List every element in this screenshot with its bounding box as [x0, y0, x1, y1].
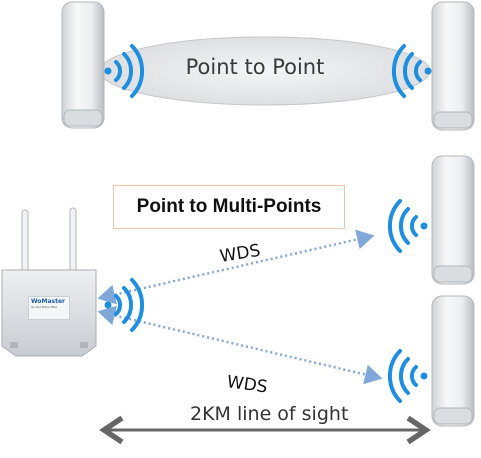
cpe-antenna-icon — [431, 1, 475, 131]
point-to-point-title: Point to Point — [185, 55, 325, 79]
point-to-multipoints-box: Point to Multi-Points — [113, 185, 345, 229]
router-brand-name: WoMaster — [31, 298, 66, 305]
cpe-antenna-icon — [61, 1, 105, 129]
wifi-signal-icon — [104, 278, 145, 332]
router-brand-plate: WoMaster Go the Extra Mile — [28, 296, 70, 320]
wifi-signal-icon — [387, 199, 428, 253]
wifi-signal-icon — [104, 44, 145, 98]
wds-link-upper — [97, 229, 375, 305]
point-to-multipoints-title: Point to Multi-Points — [136, 196, 322, 217]
cpe-antenna-icon — [431, 155, 475, 285]
router-brand-tagline: Go the Extra Mile — [31, 305, 57, 309]
wds-link-lower — [97, 305, 383, 385]
outdoor-router-icon — [1, 207, 97, 357]
cpe-antenna-icon — [431, 295, 475, 427]
distance-label: 2KM line of sight — [190, 403, 349, 425]
wifi-signal-icon — [391, 44, 432, 98]
wifi-signal-icon — [387, 349, 428, 403]
